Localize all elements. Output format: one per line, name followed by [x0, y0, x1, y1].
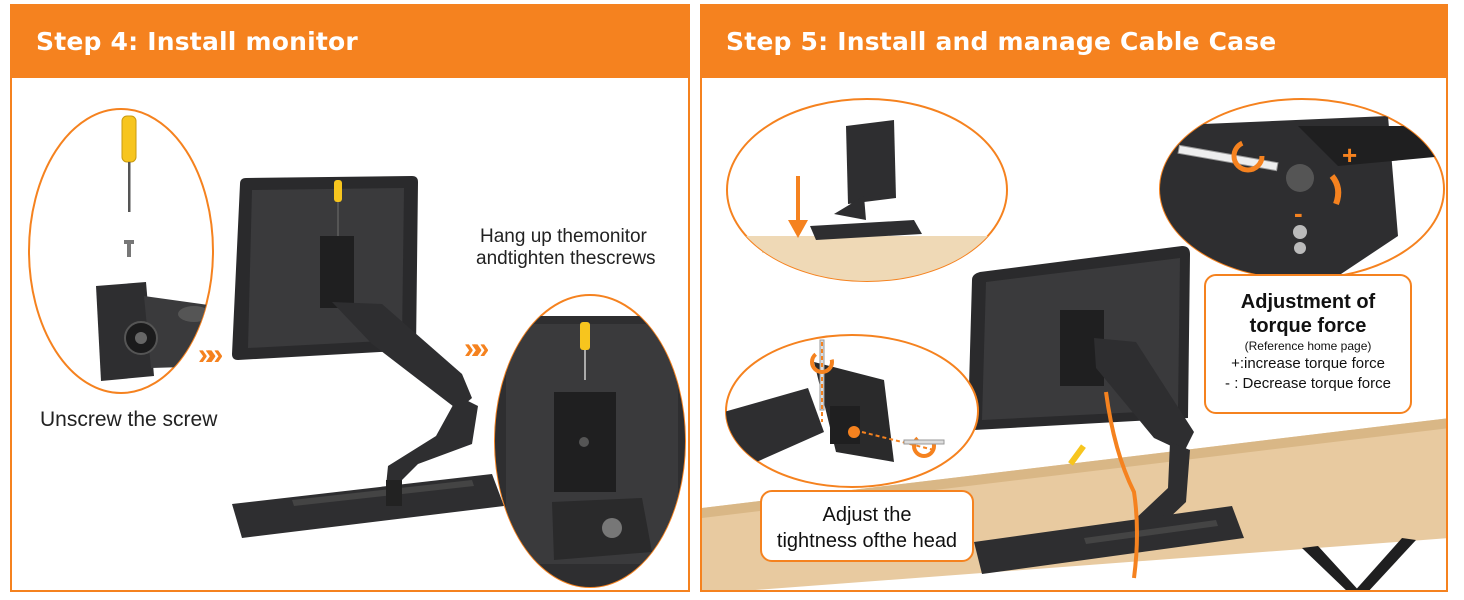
torque-detail-oval — [1159, 98, 1445, 280]
step4-panel: Step 4: Install monitor Unscrew the scre… — [10, 4, 690, 592]
torque-force-callout: Adjustment of torque force (Reference ho… — [1204, 274, 1412, 414]
monitor-with-cable-illustration — [968, 246, 1244, 579]
minus-sign: - — [1294, 198, 1303, 228]
unscrew-detail-oval — [28, 108, 214, 394]
chevron-right-icon: »» — [198, 338, 224, 371]
unscrew-label: Unscrew the screw — [40, 408, 218, 431]
torque-title-line1: Adjustment of — [1240, 291, 1376, 313]
adjust-head-line2: tightness ofthe head — [776, 530, 958, 552]
step4-header: Step 4: Install monitor — [12, 6, 688, 78]
adjust-head-line1: Adjust the — [822, 504, 912, 526]
plus-sign: + — [1342, 140, 1358, 170]
tighten-detail-oval — [494, 294, 686, 588]
adjust-head-callout: Adjust the tightness ofthe head — [760, 490, 974, 562]
step5-panel: Step 5: Install and manage Cable Case — [700, 4, 1448, 592]
torque-reference: (Reference home page) — [1244, 339, 1372, 353]
hang-line2-label: andtighten thescrews — [476, 248, 656, 269]
torque-decrease: - : Decrease torque force — [1225, 375, 1391, 392]
head-tightness-detail-oval — [725, 334, 979, 488]
torque-title-line2: torque force — [1249, 315, 1367, 337]
hang-line1-label: Hang up themonitor — [480, 226, 647, 247]
step5-header: Step 5: Install and manage Cable Case — [702, 6, 1446, 78]
place-stand-detail-oval — [726, 98, 1008, 282]
torque-increase: +:increase torque force — [1231, 355, 1385, 372]
monitor-on-stand-illustration — [232, 176, 504, 538]
